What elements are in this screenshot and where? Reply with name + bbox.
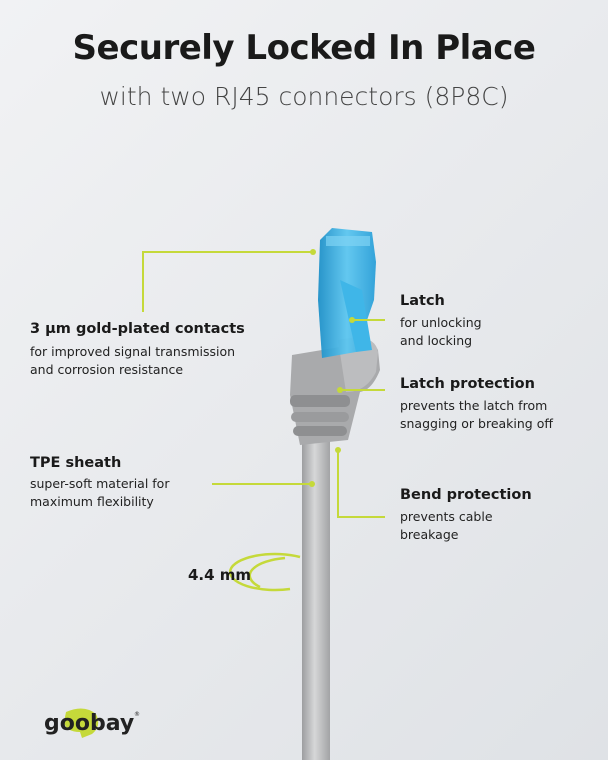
contacts-line: for improved signal transmission xyxy=(30,344,236,359)
cable xyxy=(302,430,330,760)
bend-line: breakage xyxy=(400,527,459,542)
latch-line: for unlocking xyxy=(400,315,482,330)
callout-lines xyxy=(142,251,385,592)
rj45-connector xyxy=(318,228,376,358)
sheath-line: maximum flexibility xyxy=(30,494,154,509)
boot xyxy=(290,337,380,445)
latch-protection-title: Latch protection xyxy=(400,376,535,392)
latch-line: and locking xyxy=(400,333,473,348)
page-title: Securely Locked In Place xyxy=(72,28,536,68)
latch-desc: for unlocking and locking xyxy=(400,314,482,350)
contacts-line: and corrosion resistance xyxy=(30,362,184,377)
sheath-line: super-soft material for xyxy=(30,476,170,491)
sheath-title: TPE sheath xyxy=(30,455,122,471)
svg-text:®: ® xyxy=(134,711,140,718)
diameter-label: 4.4 mm xyxy=(188,566,252,584)
svg-text:goobay: goobay xyxy=(44,711,134,736)
bend-desc: prevents cable breakage xyxy=(400,508,493,544)
page-subtitle: with two RJ45 connectors (8P8C) xyxy=(99,82,509,111)
latch-protection-line: prevents the latch from xyxy=(400,398,548,413)
sheath-desc: super-soft material for maximum flexibil… xyxy=(30,475,169,511)
goobay-logo: goobay ® xyxy=(44,704,144,740)
callout-dots xyxy=(309,249,355,487)
contacts-title: 3 µm gold-plated contacts xyxy=(30,321,245,337)
latch-title: Latch xyxy=(400,293,445,309)
contacts-desc: for improved signal transmission and cor… xyxy=(30,343,235,379)
bend-title: Bend protection xyxy=(400,487,532,503)
latch-protection-line: snagging or breaking off xyxy=(400,416,553,431)
bend-line: prevents cable xyxy=(400,509,493,524)
latch-protection-desc: prevents the latch from snagging or brea… xyxy=(400,397,553,433)
